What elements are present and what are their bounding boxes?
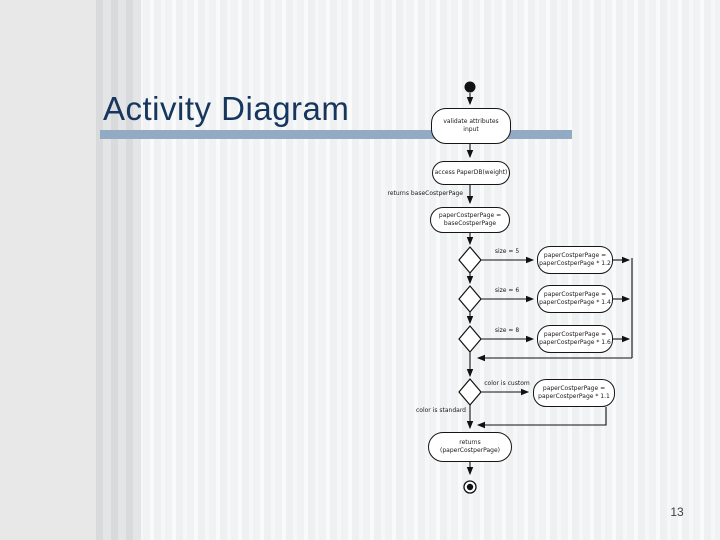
start-node-icon	[464, 81, 476, 93]
activity-return-result: returns (paperCostperPage)	[428, 432, 512, 462]
edge-label-size-5: size = 5	[494, 248, 520, 255]
activity-text: input	[463, 126, 479, 133]
edge-label-color-standard: color is standard	[416, 407, 466, 414]
activity-access-paperdb: access PaperDB(weight)	[432, 161, 510, 185]
page-title: Activity Diagram	[103, 90, 350, 127]
activity-multiply-custom: paperCostperPage = paperCostperPage * 1.…	[533, 379, 615, 407]
activity-text: paperCostperPage =	[543, 290, 607, 298]
end-node-inner-icon	[466, 483, 474, 491]
activity-text: paperCostperPage =	[438, 211, 502, 219]
activity-text: paperCostperPage =	[543, 330, 607, 338]
edge-label-size-6: size = 6	[494, 287, 520, 294]
activity-text: (paperCostperPage)	[440, 447, 500, 454]
decision-diamond-icon	[458, 325, 482, 353]
activity-text: paperCostperPage * 1.4	[539, 299, 611, 306]
slide-page-number: 13	[670, 505, 684, 519]
activity-text: returns	[459, 438, 481, 446]
activity-text: access PaperDB(weight)	[434, 168, 508, 176]
left-gray-band	[0, 0, 96, 540]
edge-label-returns: returns baseCostperPage	[387, 190, 463, 197]
dark-stripe-band	[96, 0, 141, 540]
activity-text: paperCostperPage * 1.6	[539, 339, 611, 346]
activity-assign-basecost: paperCostperPage = baseCostperPage	[430, 207, 510, 233]
decision-diamond-icon	[458, 246, 482, 274]
activity-text: validate attributes	[443, 117, 499, 125]
activity-validate-input: validate attributes input	[431, 108, 511, 144]
activity-multiply-1-4: paperCostperPage = paperCostperPage * 1.…	[537, 285, 613, 313]
title-underline	[100, 130, 572, 139]
edge-label-color-custom: color is custom	[484, 380, 530, 387]
activity-text: baseCostperPage	[443, 220, 497, 227]
decision-diamond-icon	[458, 378, 482, 406]
activity-text: paperCostperPage * 1.2	[539, 260, 611, 267]
activity-text: paperCostperPage =	[542, 384, 606, 392]
edge-label-size-8: size = 8	[494, 327, 520, 334]
activity-multiply-1-2: paperCostperPage = paperCostperPage * 1.…	[537, 246, 613, 274]
activity-multiply-1-6: paperCostperPage = paperCostperPage * 1.…	[537, 325, 613, 353]
decision-diamond-icon	[458, 285, 482, 313]
activity-text: paperCostperPage * 1.1	[538, 393, 610, 400]
activity-text: paperCostperPage =	[543, 251, 607, 259]
